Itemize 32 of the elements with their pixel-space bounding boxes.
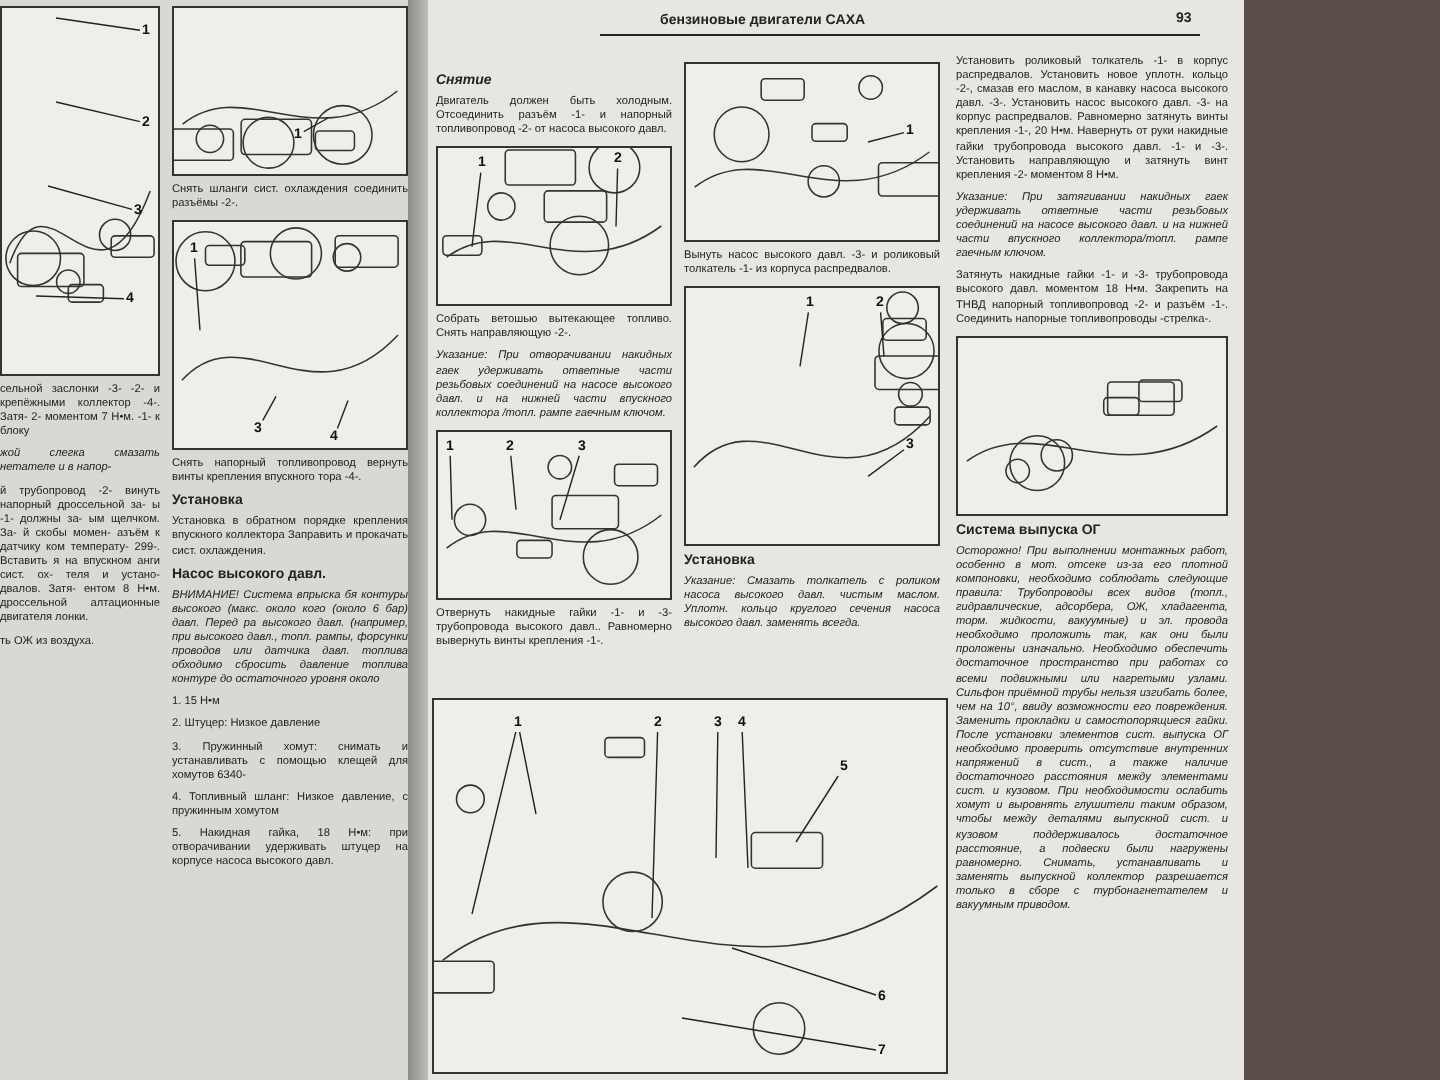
- illustration-frame: [956, 335, 1228, 516]
- leader-line: [651, 731, 659, 919]
- leader-line: [741, 731, 749, 869]
- leader-line: [55, 17, 141, 31]
- illustration-frame: [684, 286, 940, 547]
- leader-line: [681, 1017, 877, 1051]
- leader-line: [731, 947, 877, 996]
- leader-line: [449, 455, 453, 521]
- leader-line: [510, 455, 517, 511]
- illustration-frame: [172, 6, 408, 176]
- leader-line: [336, 399, 349, 430]
- leader-line: [55, 101, 141, 123]
- illustration-frame: [684, 62, 940, 242]
- leader-line: [303, 117, 329, 133]
- leader-line: [518, 731, 537, 815]
- leader-line: [867, 131, 905, 143]
- illustration-frame: [172, 220, 408, 451]
- leader-line: [262, 395, 277, 422]
- illustration-frame: [432, 698, 948, 1074]
- leader-line: [47, 185, 133, 211]
- leader-line: [559, 455, 580, 521]
- leader-line: [795, 775, 839, 843]
- illustration-frame: [436, 429, 672, 600]
- leader-line: [471, 731, 517, 915]
- leader-line: [715, 731, 719, 859]
- illustration-frame: [436, 146, 672, 307]
- leader-line: [615, 167, 619, 228]
- leader-line: [879, 311, 885, 358]
- leader-line: [867, 449, 905, 478]
- leader-line: [799, 311, 810, 368]
- illustration-frame: [0, 6, 160, 376]
- leader-line: [471, 171, 482, 248]
